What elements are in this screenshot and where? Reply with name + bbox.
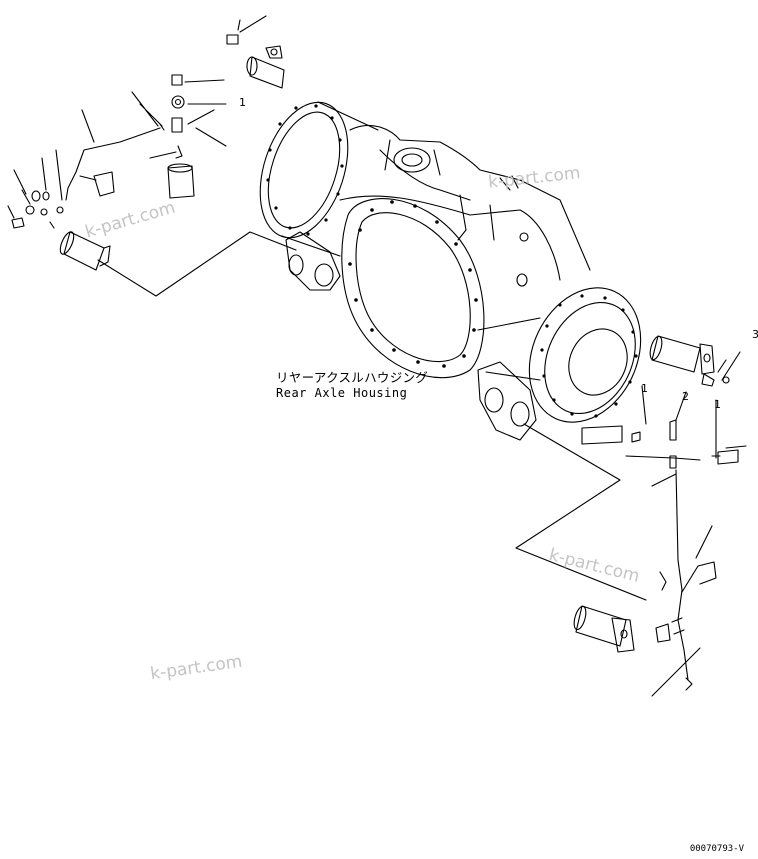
upper-left-pin-assembly [7, 15, 297, 297]
callout-1b-right: 1 [714, 398, 721, 411]
callout-2-right: 2 [682, 390, 689, 403]
title-japanese: リヤーアクスルハウジング [276, 370, 429, 385]
callout-1-upper-left: 1 [239, 96, 246, 109]
drawing-code: 00070793-V [689, 844, 744, 854]
callout-3-right: 3 [752, 328, 758, 341]
title-english: Rear Axle Housing [276, 386, 408, 400]
right-pin-assembly [515, 335, 747, 697]
callout-1-right: 1 [641, 382, 648, 395]
axle-housing-body [259, 101, 642, 441]
